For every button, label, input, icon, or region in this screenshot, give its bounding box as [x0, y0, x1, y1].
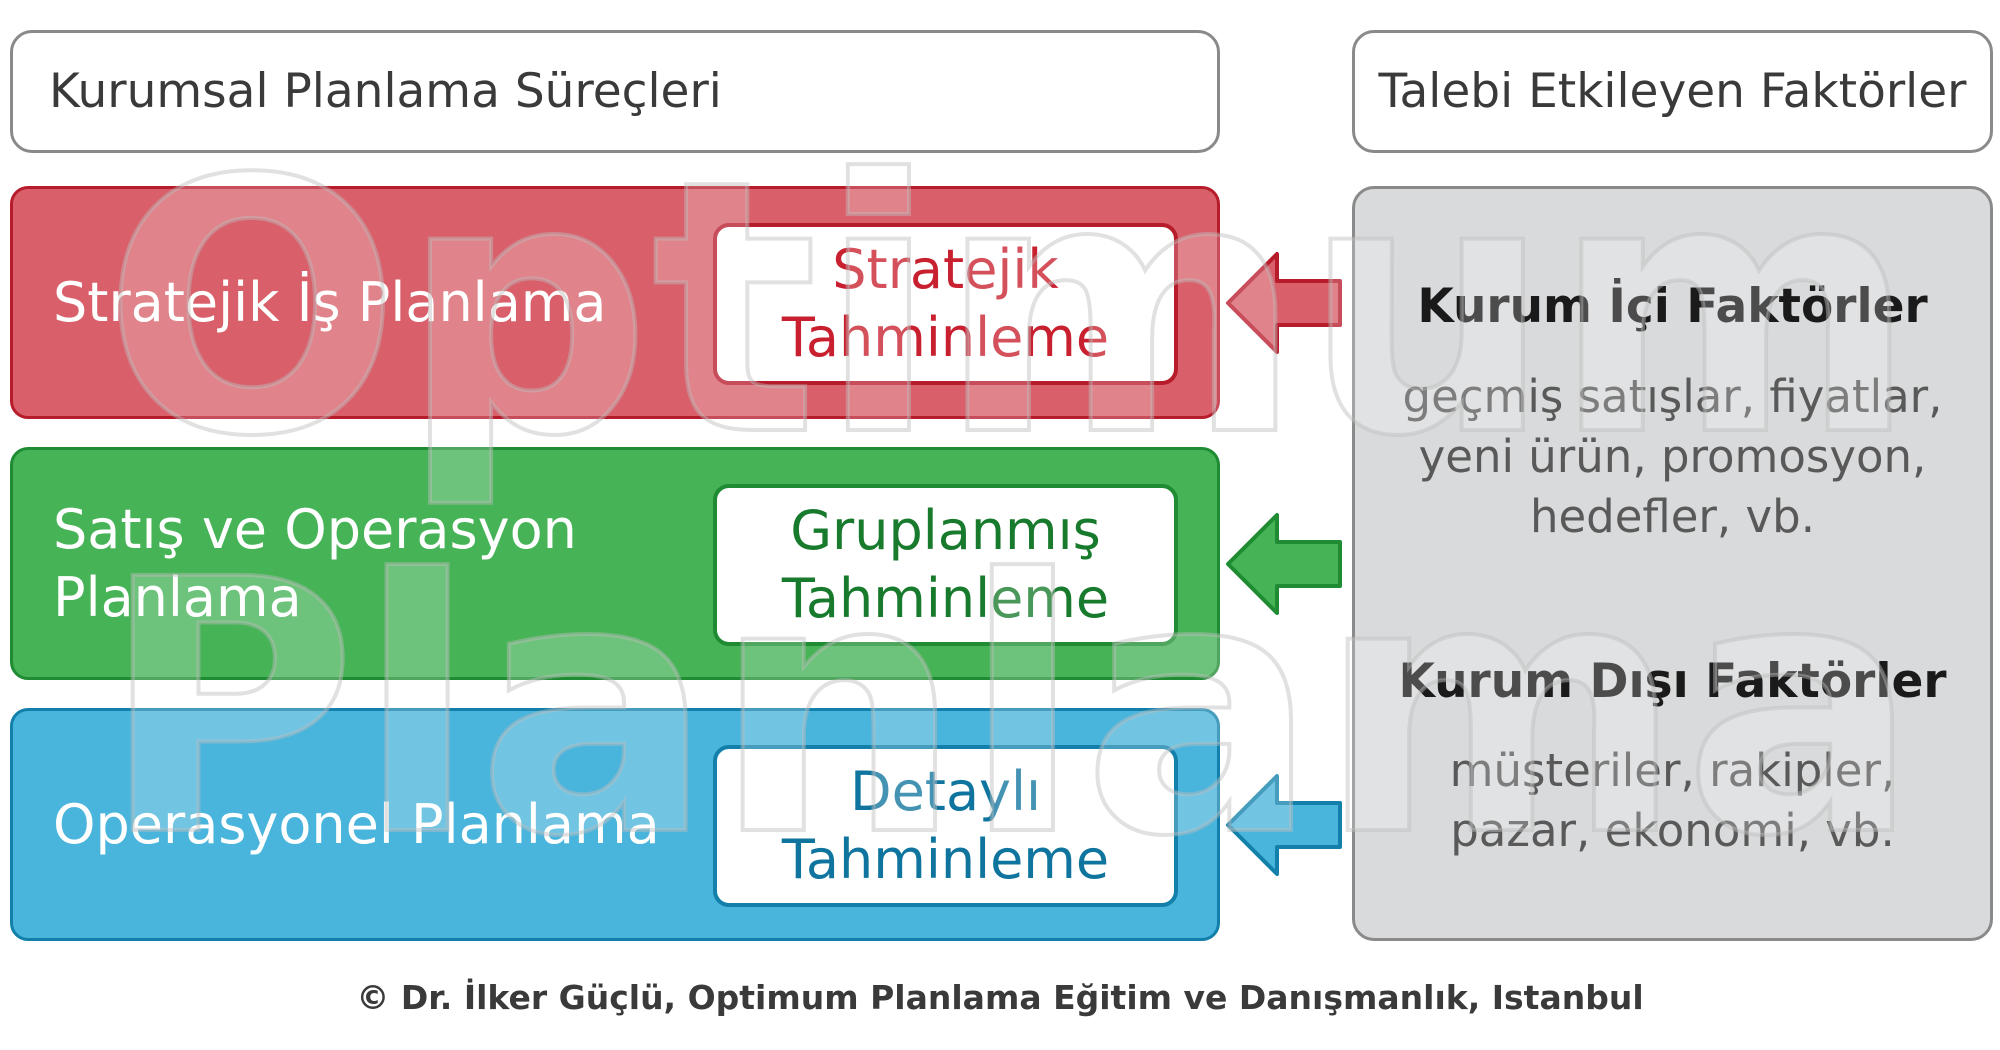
factors-panel: Kurum İçi Faktörler geçmiş satışlar, fiy…	[1352, 186, 1993, 941]
internal-factors-title: Kurum İçi Faktörler	[1417, 279, 1928, 334]
description-line: müşteriler, rakipler,	[1449, 744, 1896, 797]
operational-planning-band: Operasyonel Planlama Detaylı Tahminleme	[10, 708, 1220, 941]
description-line: hedefler, vb.	[1529, 490, 1816, 543]
external-factors-description: müşteriler, rakipler, pazar, ekonomi, vb…	[1355, 741, 1990, 861]
internal-factors-description: geçmiş satışlar, fiyatlar, yeni ürün, pr…	[1355, 367, 1990, 547]
forecast-line: Detaylı	[849, 760, 1042, 823]
label-line: Operasyonel Planlama	[53, 792, 660, 856]
planning-processes-header: Kurumsal Planlama Süreçleri	[10, 30, 1220, 153]
description-line: geçmiş satışlar, fiyatlar,	[1402, 370, 1943, 423]
demand-factors-header: Talebi Etkileyen Faktörler	[1352, 30, 1993, 153]
forecast-line: Tahminleme	[781, 828, 1110, 891]
sop-planning-label: Satış ve Operasyon Planlama	[53, 496, 693, 632]
forecast-line: Stratejik	[832, 238, 1059, 301]
demand-factors-title: Talebi Etkileyen Faktörler	[1378, 64, 1967, 119]
left-arrow-icon	[1226, 252, 1342, 354]
planning-processes-title: Kurumsal Planlama Süreçleri	[49, 64, 722, 119]
copyright-footer: © Dr. İlker Güçlü, Optimum Planlama Eğit…	[356, 978, 1644, 1017]
label-line: Stratejik İş Planlama	[53, 270, 607, 334]
forecast-line: Gruplanmış	[790, 499, 1101, 562]
description-line: pazar, ekonomi, vb.	[1450, 804, 1895, 857]
label-line: Planlama	[53, 565, 302, 629]
left-arrow-icon	[1226, 774, 1342, 876]
sop-planning-band: Satış ve Operasyon Planlama Gruplanmış T…	[10, 447, 1220, 680]
detailed-forecast-box: Detaylı Tahminleme	[713, 745, 1178, 907]
operational-planning-label: Operasyonel Planlama	[53, 791, 693, 859]
grouped-forecast-box: Gruplanmış Tahminleme	[713, 484, 1178, 646]
forecast-line: Tahminleme	[781, 567, 1110, 630]
strategic-planning-band: Stratejik İş Planlama Stratejik Tahminle…	[10, 186, 1220, 419]
label-line: Satış ve Operasyon	[53, 497, 577, 561]
strategic-planning-label: Stratejik İş Planlama	[53, 269, 693, 337]
description-line: yeni ürün, promosyon,	[1418, 430, 1927, 483]
strategic-forecast-box: Stratejik Tahminleme	[713, 223, 1178, 385]
left-arrow-icon	[1226, 513, 1342, 615]
external-factors-title: Kurum Dışı Faktörler	[1398, 654, 1947, 709]
forecast-line: Tahminleme	[781, 306, 1110, 369]
